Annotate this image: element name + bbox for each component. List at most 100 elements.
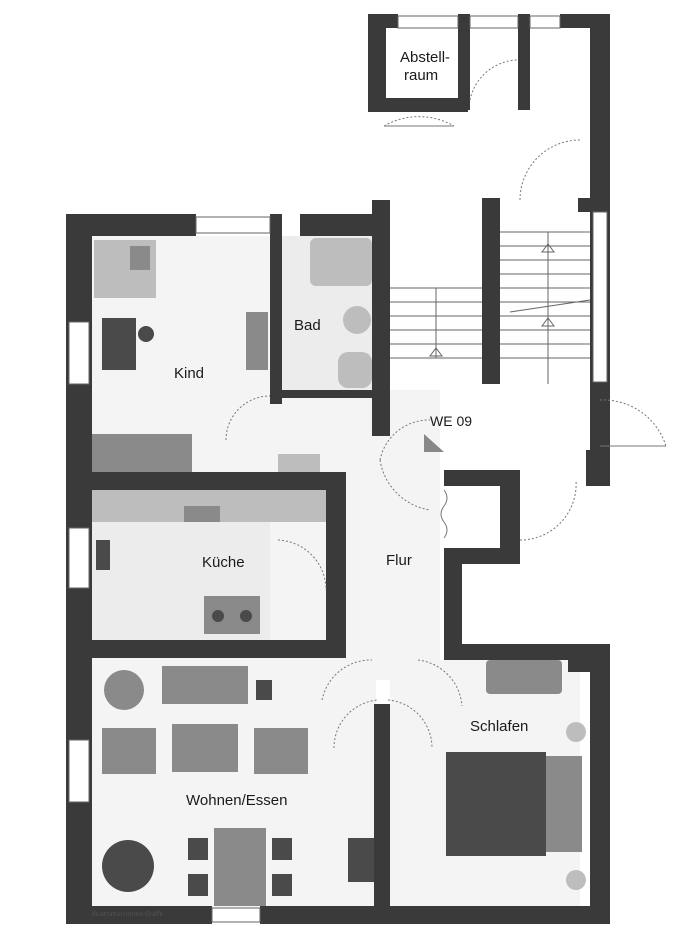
wall [372,200,390,436]
wall [482,198,500,384]
toilet-icon [338,352,372,388]
shelf-icon [92,434,192,472]
window [529,15,561,29]
wall [568,650,590,672]
pillow-icon [130,246,150,270]
wardrobe-icon [246,312,268,370]
wall [66,906,212,924]
window [68,527,90,589]
windows [68,15,608,923]
desk-icon [102,318,136,370]
wall [300,214,390,236]
window [397,15,459,29]
wall [66,472,300,490]
dresser-icon [486,660,562,694]
cabinet-icon [278,454,320,472]
room-label-kind: Kind [174,365,204,382]
wall [500,470,520,550]
door-swing [225,395,271,441]
door-swing [321,659,373,701]
window [469,15,519,29]
room-label-abstellraum-2: raum [404,67,438,84]
nightstand-icon [566,870,586,890]
wall [260,906,610,924]
curtain [440,489,448,539]
door-swing [379,459,431,511]
wall [444,548,462,660]
doors [225,59,667,749]
room-label-abstellraum: Abstell- [400,49,450,66]
unit-label: WE 09 [430,413,472,429]
unit-marker-icon [424,434,444,452]
stove-icon [96,540,110,570]
side-table-icon [104,670,144,710]
wall [560,14,610,28]
chair-icon [272,838,292,860]
sink-icon [343,306,371,334]
sofa-icon [162,666,248,704]
window [68,739,90,803]
cabinet-icon [348,838,374,882]
wall [458,14,470,110]
sink-icon [184,506,220,522]
staircase [390,231,591,384]
wall [444,548,520,564]
door-swing [277,539,327,591]
door-swing [469,59,519,101]
room-label-wohnen: Wohnen/Essen [186,792,287,809]
door-swing [519,139,581,201]
wall [518,14,530,110]
room-label-bad: Bad [294,317,321,334]
room-label-schlafen: Schlafen [470,718,528,735]
wall [590,644,610,924]
chair-icon [188,838,208,860]
window [68,321,90,385]
plate-icon [240,610,252,622]
wall [368,14,386,110]
wall [66,214,196,236]
furniture-wohnen [102,666,374,906]
dining-table-icon [214,828,266,906]
window [592,211,608,383]
door-swing [333,699,379,749]
room-label-kueche: Küche [202,554,245,571]
wall [66,640,346,658]
door-swing [383,116,455,127]
wall [586,450,610,486]
door-swing [519,479,577,541]
lamp-icon [256,680,272,700]
floor-flur [270,390,440,680]
chair-icon [188,874,208,896]
furniture-bad [310,238,372,388]
door-swing [599,399,667,447]
chair-icon [272,874,292,896]
furniture-kueche [92,490,326,634]
furniture-schlafen [446,660,586,890]
wall [578,198,608,212]
bathtub-icon [310,238,372,286]
armchair-icon [254,728,308,774]
nightstand-icon [566,722,586,742]
coffee-table-icon [172,724,238,772]
desk-chair-icon [138,326,154,342]
bed-headboard-icon [546,756,582,852]
wall [282,390,372,398]
window [211,907,261,923]
illustration-credit: Illustration Immo Grafik [92,911,164,918]
wall [374,704,390,906]
wall [270,214,282,404]
window [195,216,271,234]
armchair-icon [102,728,156,774]
wall [368,14,398,28]
furniture-kind [92,240,320,472]
door-swing [379,419,431,461]
door-swing [387,699,433,749]
plant-icon [102,840,154,892]
plate-icon [212,610,224,622]
wall [368,98,468,112]
wall [326,490,346,640]
bed-icon [446,752,546,856]
room-label-flur: Flur [386,552,412,569]
door-swing [417,659,463,707]
